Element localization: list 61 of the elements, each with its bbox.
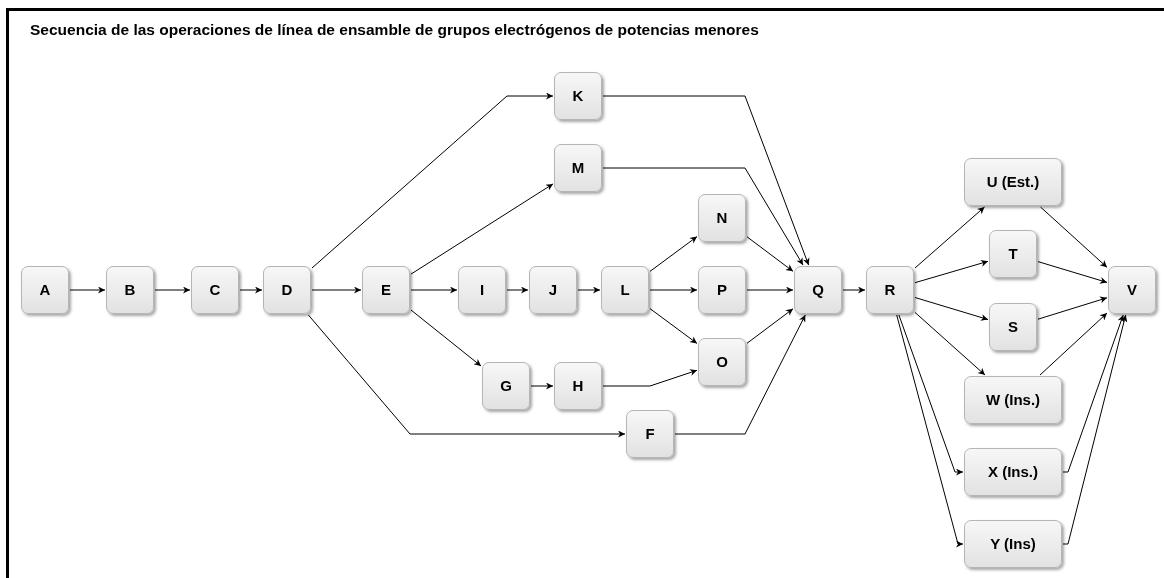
arrow [1039, 312, 1108, 376]
arrow [1037, 261, 1108, 284]
process-box: B [106, 266, 154, 314]
arrow [674, 314, 806, 435]
process-box: Y (Ins) [964, 520, 1062, 568]
arrow [649, 286, 698, 294]
arrow [1040, 206, 1108, 268]
arrow [746, 236, 794, 272]
process-box: N [698, 194, 746, 242]
arrow [649, 236, 698, 272]
arrow [649, 308, 698, 344]
arrow [69, 286, 106, 294]
arrow [506, 286, 529, 294]
arrow [307, 314, 626, 438]
arrow [914, 206, 985, 269]
process-box: G [482, 362, 530, 410]
process-box: H [554, 362, 602, 410]
process-box: L [601, 266, 649, 314]
process-box: I [458, 266, 506, 314]
process-box: P [698, 266, 746, 314]
arrow [602, 167, 804, 266]
process-box: W (Ins.) [964, 376, 1062, 424]
arrow [746, 308, 794, 344]
arrow [239, 286, 263, 294]
arrow [914, 259, 989, 284]
arrow [914, 297, 989, 321]
process-box: K [554, 72, 602, 120]
process-box: D [263, 266, 311, 314]
process-box: F [626, 410, 674, 458]
arrow [410, 309, 482, 367]
diagram-title: Secuencia de las operaciones de línea de ensamble de grupos electrógenos de potencias menores [30, 20, 759, 40]
arrow [1062, 314, 1125, 473]
arrow [602, 369, 698, 387]
arrow [410, 183, 554, 275]
process-box: V [1108, 266, 1156, 314]
process-box: U (Est.) [964, 158, 1062, 206]
arrow [842, 286, 866, 294]
process-box: A [21, 266, 69, 314]
process-box: Q [794, 266, 842, 314]
arrow [898, 314, 964, 476]
arrow [154, 286, 191, 294]
arrow [410, 286, 458, 294]
process-box: E [362, 266, 410, 314]
process-box: C [191, 266, 239, 314]
process-box: J [529, 266, 577, 314]
arrow [1037, 296, 1108, 320]
arrow [746, 286, 794, 294]
process-box: O [698, 338, 746, 386]
process-box: M [554, 144, 602, 192]
process-box: S [989, 303, 1037, 351]
arrow [1062, 314, 1128, 545]
arrow [914, 311, 986, 376]
process-box: T [989, 230, 1037, 278]
process-box: R [866, 266, 914, 314]
arrow [530, 382, 554, 390]
arrow [896, 314, 964, 548]
arrow [311, 92, 554, 269]
arrow [577, 286, 601, 294]
process-box: X (Ins.) [964, 448, 1062, 496]
arrow [602, 95, 810, 266]
arrow [311, 286, 362, 294]
